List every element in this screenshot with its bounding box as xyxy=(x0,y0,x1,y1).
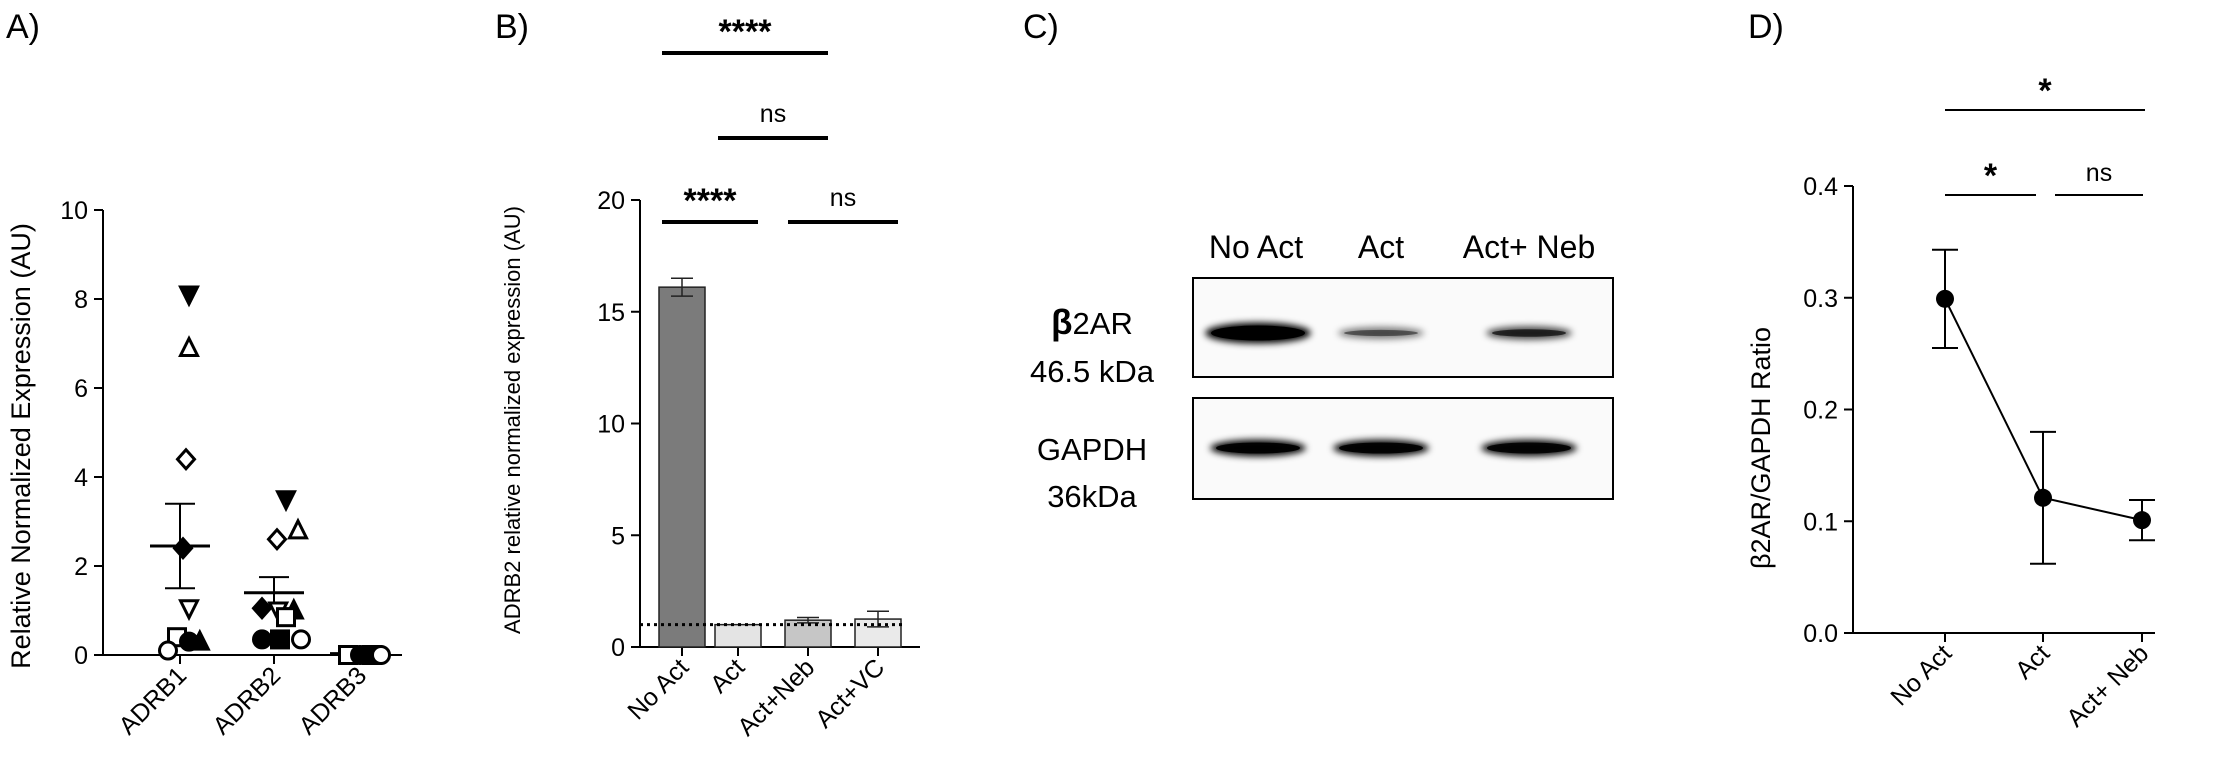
panel-a-data-point xyxy=(371,645,391,665)
blot-band-core xyxy=(1344,329,1418,337)
panel-d-data-point xyxy=(2133,511,2151,530)
panel-a-y-tick-label: 4 xyxy=(74,464,88,492)
panel-a-x-tick-label-adrb3: ADRB3 xyxy=(293,661,372,740)
blot-row-label-gapdh: GAPDH xyxy=(1037,432,1147,467)
panel-a-y-tick-label: 10 xyxy=(60,197,88,225)
panel-b-x-tick-label-no-act: No Act xyxy=(622,653,694,725)
panel-b-y-axis-label: ADRB2 relative normalized expression (AU… xyxy=(500,206,525,634)
panel-b-bar-no-act xyxy=(658,286,706,648)
panel-label-a: A) xyxy=(6,8,40,46)
blot-band-core xyxy=(1487,442,1571,454)
panel-b-significance-label: ns xyxy=(760,100,786,128)
panel-b-y-tick-label: 5 xyxy=(611,522,625,550)
panel-d-data-point xyxy=(1936,289,1954,308)
panel-a-data-point xyxy=(287,517,309,540)
panel-a-data-point xyxy=(178,599,200,622)
panel-d-x-tick-label-no-act: No Act xyxy=(1885,639,1957,711)
panel-a-data-point xyxy=(270,629,290,650)
blot-band-core xyxy=(1211,325,1305,341)
panel-a-data-point xyxy=(251,596,273,621)
panel-label-d: D) xyxy=(1748,8,1784,46)
panel-b-significance-label: **** xyxy=(684,182,738,220)
panel-b-y-tick-label: 0 xyxy=(611,634,625,662)
panel-b-y-tick-label: 20 xyxy=(597,187,625,215)
panel-b-bar-chart: ADRB2 relative normalized expression (AU… xyxy=(500,13,920,742)
panel-b-x-tick-label-act-neb: Act+Neb xyxy=(732,653,820,741)
panel-b-y-tick-label: 15 xyxy=(597,299,625,327)
panel-a-y-tick-label: 2 xyxy=(74,553,88,581)
panel-a-data-point xyxy=(266,527,288,552)
panel-a-data-point xyxy=(291,629,311,650)
panel-a-x-tick-label-adrb1: ADRB1 xyxy=(113,661,192,740)
panel-a-data-point xyxy=(178,285,200,308)
panel-d-y-axis-label: β2AR/GAPDH Ratio xyxy=(1746,327,1776,569)
blot-band-core xyxy=(1492,329,1566,337)
panel-a-y-tick-label: 6 xyxy=(74,375,88,403)
panel-d-line-chart: β2AR/GAPDH Ratio 0.0 0.1 0.2 0.3 0.4 No Act Ac… xyxy=(1746,72,2155,732)
panel-b-y-tick-label: 10 xyxy=(597,411,625,439)
panel-c-western-blot: No Act Act Act+ Neb β2AR 46.5 kDa GAPDH … xyxy=(1030,229,1614,514)
blot-lane-label-no-act: No Act xyxy=(1209,229,1303,265)
blot-band xyxy=(1338,326,1424,340)
panel-a-data-point xyxy=(175,447,197,471)
panel-a-data-point xyxy=(188,628,211,651)
panel-d-significance-label: ns xyxy=(2086,159,2112,187)
panel-a-y-axis-label: Relative Normalized Expression (AU) xyxy=(6,223,36,669)
panel-a-data-point xyxy=(178,335,200,357)
panel-a-data-point xyxy=(158,640,178,661)
panel-d-significance-label: * xyxy=(1984,157,1998,195)
panel-b-x-tick-label-act-vc: Act+VC xyxy=(810,653,890,733)
panel-d-x-tick-label-act: Act xyxy=(2010,639,2055,684)
panel-b-significance-label: **** xyxy=(719,13,773,51)
panel-d-data-point xyxy=(2034,488,2052,507)
panel-b-bar-act xyxy=(714,623,762,648)
panel-label-c: C) xyxy=(1023,8,1059,46)
panel-d-y-tick-label: 0.2 xyxy=(1803,397,1838,425)
blot-row-sublabel-b2ar: 46.5 kDa xyxy=(1030,354,1155,389)
panel-a-y-tick-label: 8 xyxy=(74,286,88,314)
blot-lane-label-act-neb: Act+ Neb xyxy=(1463,229,1596,265)
blot-row-label-b2ar: β2AR xyxy=(1051,303,1133,342)
panel-a-x-tick-label-adrb2: ADRB2 xyxy=(207,661,286,740)
panel-d-y-tick-label: 0.1 xyxy=(1803,508,1838,536)
panel-a-data-point xyxy=(276,607,296,628)
blot-band-core xyxy=(1216,442,1300,454)
panel-d-significance-label: * xyxy=(2038,72,2052,110)
panel-a-data-point xyxy=(275,490,297,513)
blot-lane-label-act: Act xyxy=(1358,229,1404,265)
panel-d-y-tick-label: 0.3 xyxy=(1803,285,1838,313)
panel-label-b: B) xyxy=(495,8,529,46)
blot-band-core xyxy=(1339,442,1423,454)
panel-b-significance-label: ns xyxy=(830,184,856,212)
panel-a-y-tick-label: 0 xyxy=(74,642,88,670)
panel-a-data-point xyxy=(172,536,194,560)
panel-d-y-tick-label: 0.0 xyxy=(1803,620,1838,648)
panel-a-data-point xyxy=(252,629,272,650)
panel-a-scatter-chart: Relative Normalized Expression (AU) 0 2 4 6… xyxy=(6,197,402,740)
panel-d-x-tick-label-act-neb: Act+ Neb xyxy=(2061,639,2154,732)
blot-row-sublabel-gapdh: 36kDa xyxy=(1047,479,1137,514)
panel-b-x-tick-label-act: Act xyxy=(705,653,750,698)
panel-d-y-tick-label: 0.4 xyxy=(1803,173,1838,201)
